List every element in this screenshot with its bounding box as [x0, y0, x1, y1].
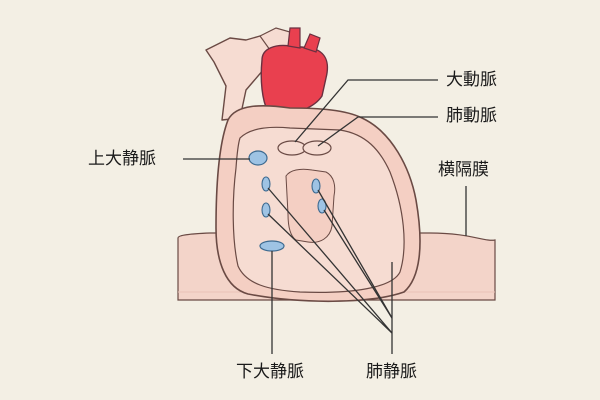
pv-leader-1: [267, 187, 393, 334]
leader-lines: [183, 79, 467, 354]
aorta-branch-2: [303, 33, 321, 53]
pv-leader-2: [267, 213, 393, 334]
aorta-leader: [294, 79, 438, 143]
pv-leader-3: [317, 189, 393, 319]
label-aorta: 大動脈: [446, 70, 497, 90]
pv-leader-4: [323, 209, 393, 319]
aorta-branch-1: [287, 27, 301, 49]
pulmonary-artery-opening-2: [302, 140, 332, 156]
pulmonary-vein-2: [261, 202, 271, 218]
label-pulmonary-artery: 肺動脈: [446, 106, 497, 126]
pulmonary-artery-opening-1: [277, 140, 307, 156]
ivc-opening: [259, 240, 285, 252]
label-diaphragm: 横隔膜: [438, 160, 489, 180]
label-superior-vena-cava: 上大静脈: [88, 149, 156, 169]
pulmonary-vein-3: [311, 178, 321, 194]
label-pulmonary-veins: 肺静脈: [366, 362, 417, 382]
upper-vessels: [205, 35, 271, 121]
svc-opening: [248, 150, 268, 166]
pulmonary-artery-leader: [317, 116, 438, 147]
label-inferior-vena-cava: 下大静脈: [236, 362, 304, 382]
pulmonary-vein-4: [317, 198, 327, 214]
aorta-shape: [260, 44, 329, 115]
pulmonary-vein-1: [261, 176, 271, 192]
